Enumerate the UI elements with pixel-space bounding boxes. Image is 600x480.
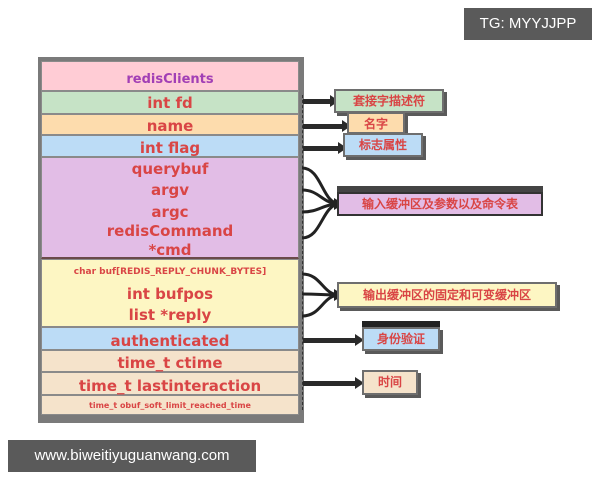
label-input: 输入缓冲区及参数以及命令表 xyxy=(337,192,543,216)
watermark-top: TG: MYYJJPP xyxy=(464,8,592,40)
arrow-flag xyxy=(303,142,347,154)
field-argv: argv xyxy=(150,181,190,199)
arrow-time xyxy=(303,377,364,389)
struct-body: redisClients int fd name int flag queryb… xyxy=(41,61,299,415)
label-fd: 套接字描述符 xyxy=(334,89,444,113)
watermark-bottom: www.biweitiyuguanwang.com xyxy=(8,440,256,472)
field-ctime: time_t ctime xyxy=(41,350,299,372)
field-authenticated: authenticated xyxy=(41,327,299,350)
field-bufpos: int bufpos xyxy=(126,285,214,303)
field-reply: list *reply xyxy=(128,306,212,324)
watermark-bottom-text: www.biweitiyuguanwang.com xyxy=(34,447,230,464)
field-querybuf: querybuf xyxy=(131,160,209,178)
arrow-name xyxy=(303,120,351,132)
arrow-fd xyxy=(303,95,339,107)
field-lastinteraction: time_t lastinteraction xyxy=(41,372,299,395)
field-cmd: *cmd xyxy=(148,241,192,259)
input-buffer-group: querybuf argv argc redisCommand *cmd xyxy=(41,157,299,259)
struct-title-row: redisClients xyxy=(41,61,299,91)
field-obuf-soft-limit: time_t obuf_soft_limit_reached_time xyxy=(41,395,299,415)
output-buffer-group: char buf[REDIS_REPLY_CHUNK_BYTES] int bu… xyxy=(41,259,299,327)
field-flag: int flag xyxy=(41,135,299,157)
field-fd: int fd xyxy=(41,91,299,114)
label-time: 时间 xyxy=(362,370,418,395)
field-buf: char buf[REDIS_REPLY_CHUNK_BYTES] xyxy=(73,267,267,277)
label-name: 名字 xyxy=(347,112,405,134)
field-name: name xyxy=(41,114,299,135)
brace-output-icon xyxy=(301,272,344,318)
watermark-top-text: TG: MYYJJPP xyxy=(479,15,577,32)
brace-input-icon xyxy=(301,166,344,240)
label-flag: 标志属性 xyxy=(343,133,423,157)
field-rediscommand: redisCommand xyxy=(106,222,234,240)
field-argc: argc xyxy=(151,203,189,221)
label-auth: 身份验证 xyxy=(362,327,440,351)
arrow-auth xyxy=(303,334,364,346)
struct-title: redisClients xyxy=(126,72,214,87)
dashed-separator xyxy=(302,95,303,410)
label-output: 输出缓冲区的固定和可变缓冲区 xyxy=(337,282,557,308)
